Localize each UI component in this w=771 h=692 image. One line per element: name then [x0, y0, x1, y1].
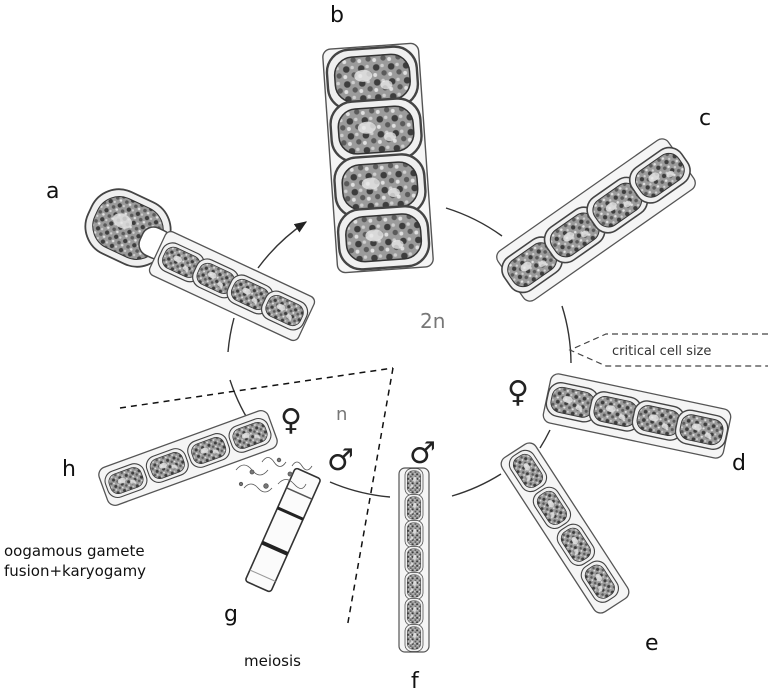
stage-label-c: c	[699, 106, 711, 131]
stage-label-h: h	[62, 457, 76, 482]
stage-d-chain	[542, 372, 732, 459]
stage-label-g: g	[224, 602, 238, 627]
stage-label-d: d	[732, 451, 746, 476]
stage-label-e: e	[645, 631, 659, 656]
fusion-label-line1: oogamous gamete	[4, 542, 145, 560]
ploidy-boundary	[120, 368, 393, 628]
stage-e-chain	[498, 440, 632, 616]
stage-a-auxospore	[76, 179, 317, 342]
male-symbol-f: ♂	[409, 436, 436, 471]
stage-f-chain	[399, 468, 429, 652]
critical-size-pointer: critical cell size	[570, 334, 768, 366]
stage-h-chain	[97, 408, 280, 507]
fusion-label-line2: fusion+karyogamy	[4, 562, 146, 580]
critical-cell-size-label: critical cell size	[612, 344, 711, 359]
ploidy-diploid-label: 2n	[420, 309, 445, 333]
stage-label-a: a	[46, 179, 59, 204]
stage-label-b: b	[330, 3, 344, 28]
stage-g-gametangium	[236, 458, 321, 593]
stage-label-f: f	[411, 669, 420, 692]
stage-c-chain	[490, 133, 701, 306]
stage-b-large-cells	[322, 43, 433, 273]
female-symbol-d: ♀	[507, 375, 529, 410]
meiosis-label: meiosis	[244, 652, 301, 670]
cycle-arrow-icon	[258, 222, 306, 268]
ploidy-haploid-label: n	[336, 404, 347, 425]
female-symbol-h: ♀	[280, 403, 302, 438]
male-symbol-g: ♂	[327, 443, 354, 478]
